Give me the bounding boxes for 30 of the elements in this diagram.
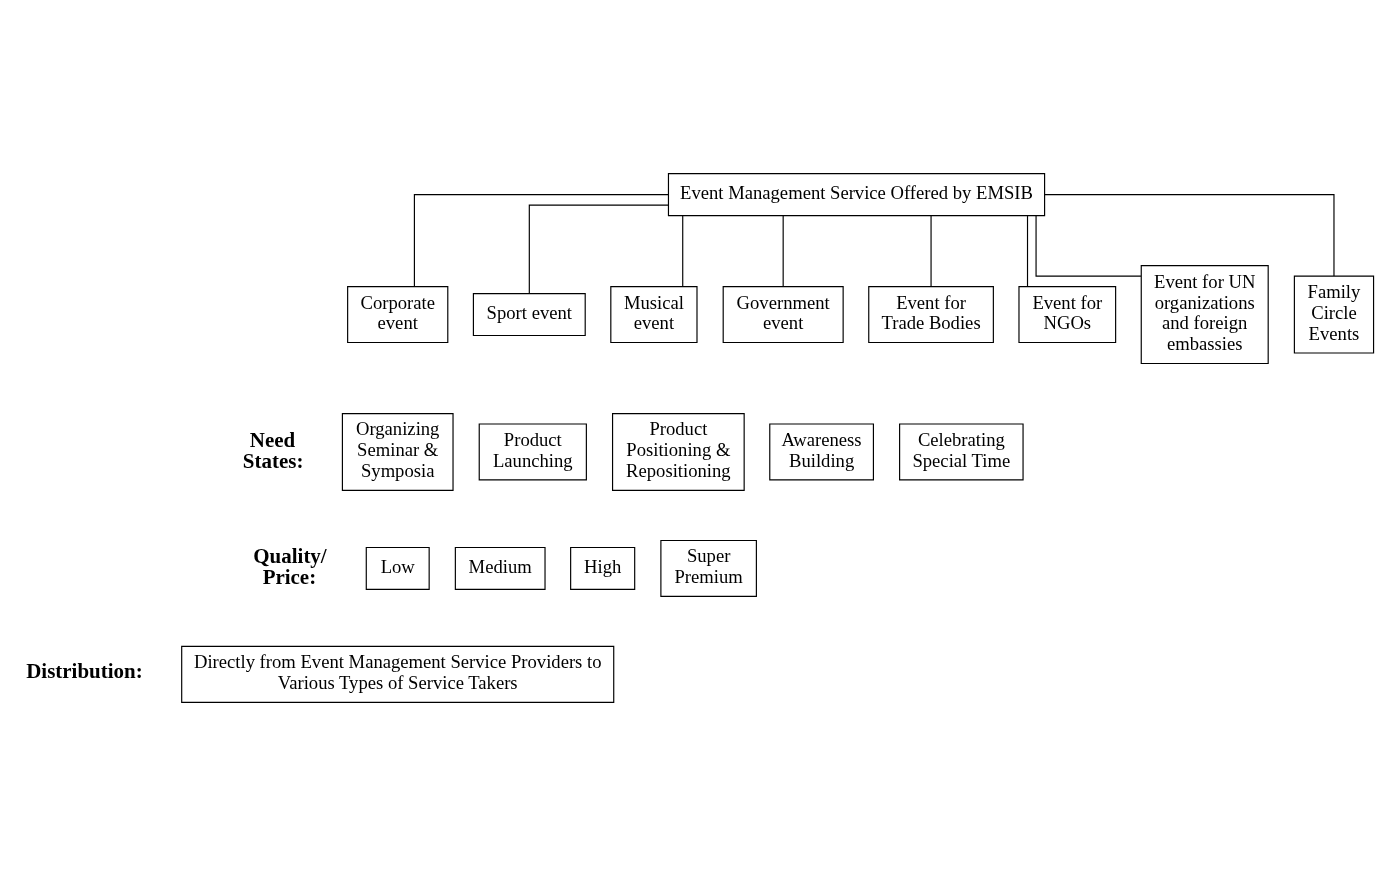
node-box: Super Premium — [660, 539, 757, 597]
node-box: Sport event — [472, 292, 586, 336]
connector — [528, 204, 669, 294]
node-box: Directly from Event Management Service Providers to Various Types of Service Takers — [181, 645, 615, 703]
connector — [682, 215, 684, 287]
node-box: Celebrating Special Time — [899, 422, 1024, 480]
connector — [1044, 193, 1335, 277]
label: Quality/ Price: — [253, 543, 327, 589]
node-box: Event for Trade Bodies — [868, 285, 994, 343]
node-box: Organizing Seminar & Symposia — [341, 412, 454, 491]
node-box: Event Management Service Offered by EMSIB — [667, 172, 1046, 216]
label: Need States: — [242, 427, 304, 473]
node-box: Low — [365, 546, 430, 590]
node-box: Government event — [722, 285, 844, 343]
node-box: Musical event — [610, 285, 698, 343]
node-box: Event for NGOs — [1018, 285, 1117, 343]
connector — [1035, 214, 1142, 277]
connector — [930, 215, 932, 287]
label: Distribution: — [26, 658, 143, 683]
node-box: Awareness Building — [769, 422, 874, 480]
node-box: Product Launching — [478, 422, 587, 480]
connector — [782, 215, 784, 287]
node-box: Event for UN organizations and foreign embassies — [1140, 264, 1269, 364]
node-box: Corporate event — [347, 285, 449, 343]
node-box: Family Circle Events — [1293, 275, 1375, 354]
node-box: Medium — [454, 546, 546, 590]
connector — [413, 193, 669, 287]
node-box: Product Positioning & Repositioning — [612, 412, 745, 491]
node-box: High — [570, 546, 636, 590]
connector — [1026, 215, 1029, 287]
